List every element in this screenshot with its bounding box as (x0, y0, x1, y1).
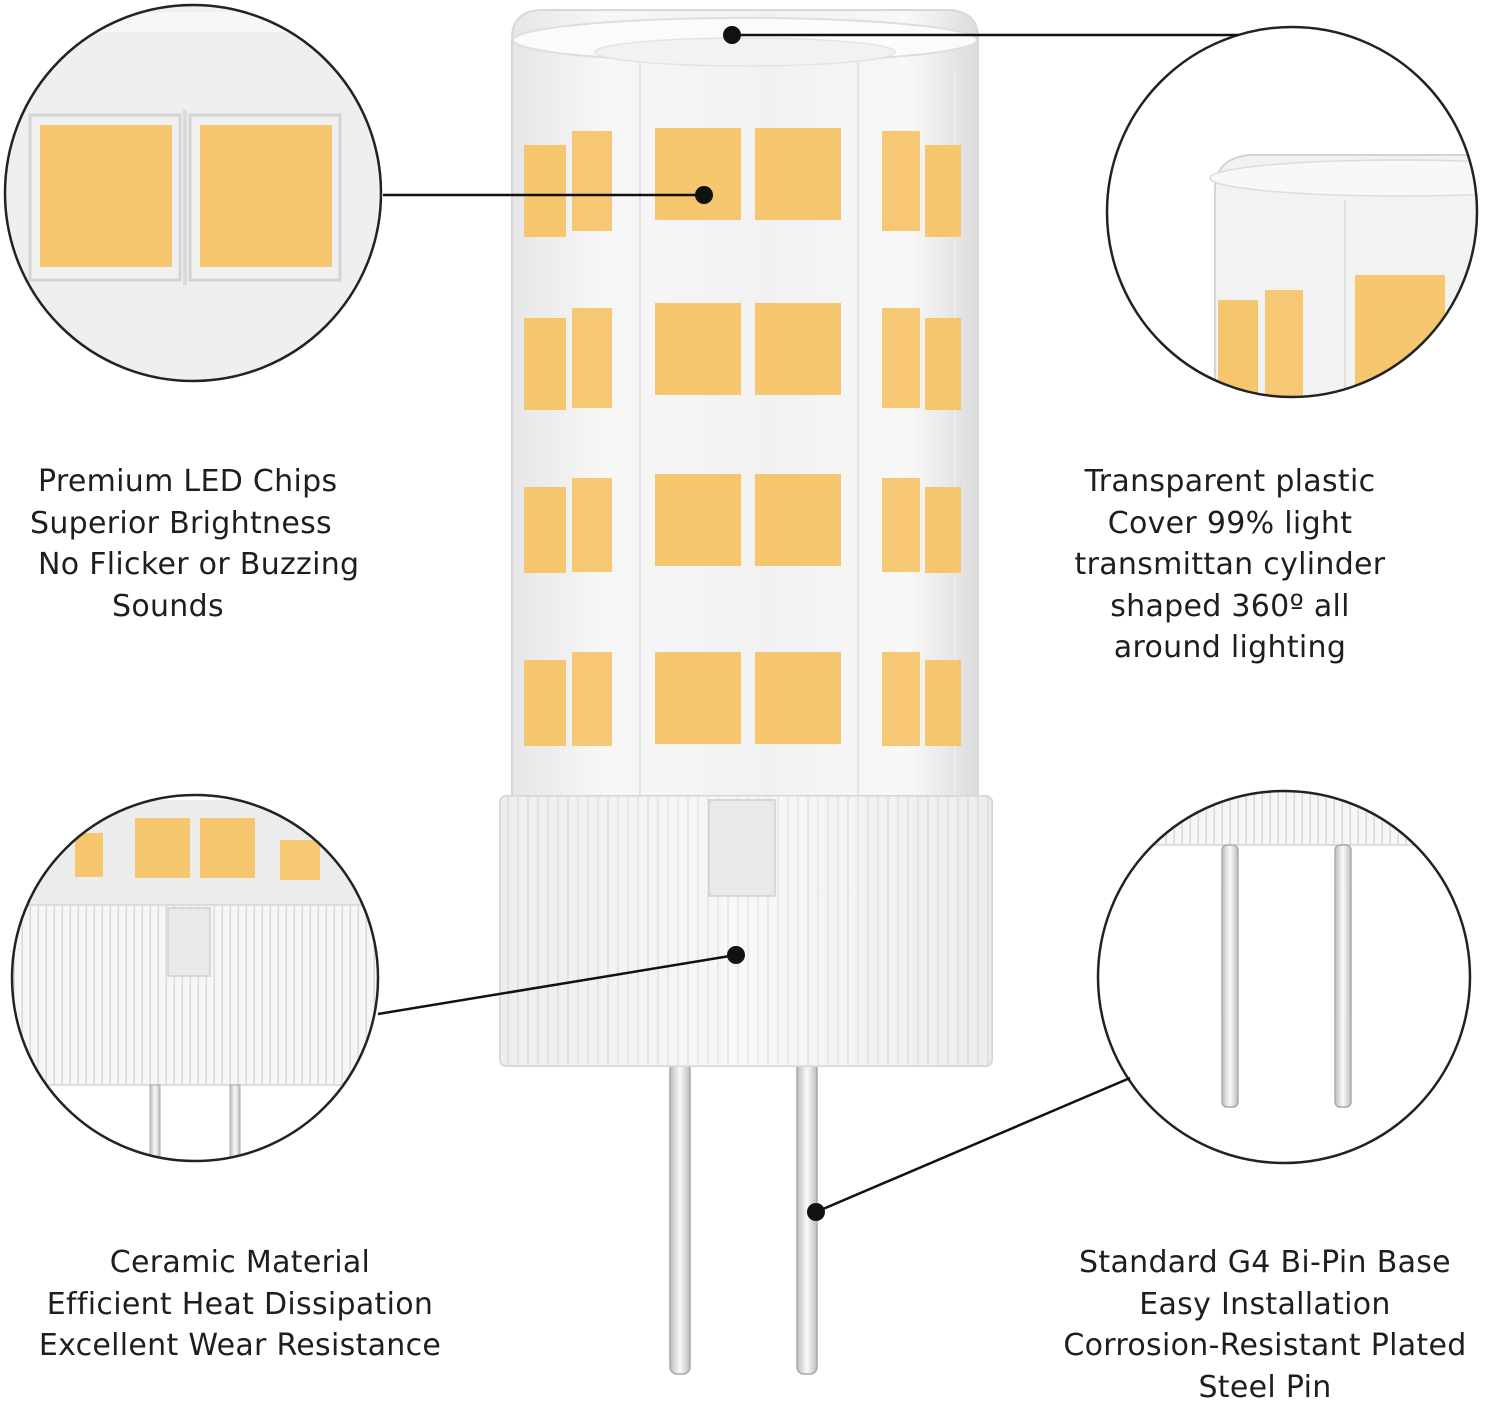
left-pin (670, 1062, 690, 1374)
caption-line: transmittan cylinder (1040, 544, 1420, 586)
caption-line: Standard G4 Bi-Pin Base (1030, 1242, 1500, 1284)
caption-line: Cover 99% light (1040, 503, 1420, 545)
caption-line: Excellent Wear Resistance (10, 1325, 470, 1367)
caption-ceramic: Ceramic Material Efficient Heat Dissipat… (10, 1242, 470, 1367)
caption-cover: Transparent plastic Cover 99% light tran… (1040, 461, 1420, 669)
caption-line: Easy Installation (1030, 1284, 1500, 1326)
zoom-circle-ceramic (0, 790, 390, 1175)
caption-line: No Flicker or Buzzing (30, 544, 390, 586)
zoom-circle-pins (1095, 785, 1475, 1165)
caption-line: Ceramic Material (10, 1242, 470, 1284)
caption-line: Transparent plastic (1040, 461, 1420, 503)
callout-pins (807, 1078, 1130, 1221)
zoom-circle-cover (1100, 20, 1500, 410)
base-slot (709, 800, 775, 896)
caption-pins: Standard G4 Bi-Pin Base Easy Installatio… (1030, 1242, 1500, 1408)
caption-line: shaped 360º all (1040, 586, 1420, 628)
caption-line: Corrosion-Resistant Plated (1030, 1325, 1500, 1367)
caption-line: around lighting (1040, 627, 1420, 669)
caption-line: Efficient Heat Dissipation (10, 1284, 470, 1326)
caption-led-chips: Premium LED Chips Superior Brightness No… (30, 461, 390, 627)
zoom-circle-led-chips (0, 0, 390, 390)
caption-line: Superior Brightness (30, 503, 390, 545)
caption-line: Premium LED Chips (30, 461, 390, 503)
caption-line: Sounds (30, 586, 390, 628)
